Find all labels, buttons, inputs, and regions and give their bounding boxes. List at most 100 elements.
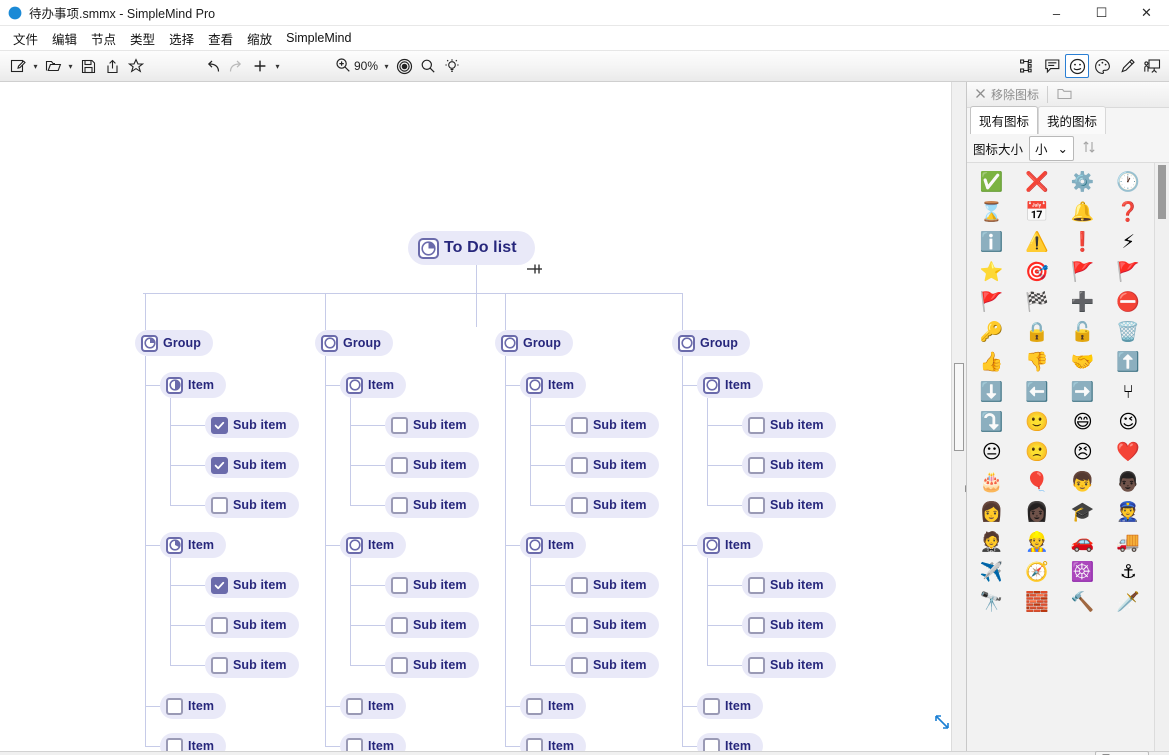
sub-item-node-2-1-2[interactable]: Sub item (385, 452, 479, 478)
add-node-caret[interactable]: ▾ (275, 61, 280, 71)
maximize-button[interactable]: ☐ (1095, 5, 1108, 20)
tab-my-icons[interactable]: 我的图标 (1038, 106, 1107, 134)
target-icon[interactable]: 🎯 (1025, 261, 1050, 283)
sub-item-node-1-1-2[interactable]: Sub item (205, 452, 299, 478)
export-icon[interactable] (100, 54, 124, 78)
smile-icon[interactable]: 🙂 (1025, 411, 1050, 433)
sub-item-node-2-1-3[interactable]: Sub item (385, 492, 479, 518)
clock-icon[interactable]: 🕐 (1116, 171, 1141, 193)
canvas-scroll-thumb[interactable] (954, 363, 964, 451)
sub-item-node-2-2-2[interactable]: Sub item (385, 612, 479, 638)
split-arrow-icon[interactable]: ⑂ (1122, 381, 1134, 403)
item-node-1-3[interactable]: Item (160, 693, 227, 719)
lock-open-icon[interactable]: 🔓 (1070, 321, 1095, 343)
hint-icon[interactable] (440, 54, 464, 78)
compass-icon[interactable]: 🧭 (1025, 561, 1050, 583)
item-node-3-1[interactable]: Item (520, 372, 587, 398)
calendar-icon[interactable]: 📅 (1025, 201, 1050, 223)
open-icon-folder-button[interactable] (1048, 82, 1081, 108)
note-icon[interactable] (1040, 54, 1064, 78)
outline-icon[interactable] (1015, 54, 1039, 78)
group-node-4[interactable]: Group (672, 330, 750, 356)
binoculars-icon[interactable]: 🔭 (979, 591, 1004, 613)
lightning-icon[interactable]: ⚡ (1121, 231, 1135, 253)
search-icon[interactable] (416, 54, 440, 78)
bell-icon[interactable]: 🔔 (1070, 201, 1095, 223)
zoom-caret[interactable]: ▾ (384, 61, 389, 71)
item-node-2-4[interactable]: Item (340, 733, 407, 751)
remove-icon-button[interactable]: 移除图标 (967, 82, 1047, 108)
handshake-icon[interactable]: 🤝 (1070, 351, 1095, 373)
woman-red-hair-icon[interactable]: 👩 (979, 501, 1004, 523)
item-node-3-3[interactable]: Item (520, 693, 587, 719)
star-icon[interactable] (124, 54, 148, 78)
plus-circle-icon[interactable]: ➕ (1070, 291, 1095, 313)
open-folder-caret[interactable]: ▾ (68, 61, 73, 71)
warning-icon[interactable]: ⚠️ (1025, 231, 1050, 253)
gear-icon[interactable]: ⚙️ (1070, 171, 1095, 193)
sub-item-node-1-2-1[interactable]: Sub item (205, 572, 299, 598)
cross-mark-icon[interactable]: ❌ (1025, 171, 1050, 193)
sub-item-node-1-1-3[interactable]: Sub item (205, 492, 299, 518)
menu-view[interactable]: 查看 (208, 32, 234, 47)
red-flag-icon[interactable]: 🚩 (979, 291, 1004, 313)
undo-icon[interactable] (200, 54, 224, 78)
sub-item-node-3-2-2[interactable]: Sub item (565, 612, 659, 638)
new-document-caret[interactable]: ▾ (33, 61, 38, 71)
brush-icon[interactable] (1115, 54, 1139, 78)
menu-file[interactable]: 文件 (13, 32, 39, 47)
new-document-icon[interactable] (6, 54, 30, 78)
menu-node[interactable]: 节点 (91, 32, 117, 47)
construction-worker-icon[interactable]: 👷 (1025, 531, 1050, 553)
arrow-down-circle-icon[interactable]: ⬇️ (979, 381, 1004, 403)
group-node-3[interactable]: Group (495, 330, 573, 356)
mindmap-root-node[interactable]: To Do list (408, 231, 535, 265)
police-officer-icon[interactable]: 👮 (1116, 501, 1141, 523)
canvas-resize-handle[interactable] (932, 712, 952, 735)
item-node-4-3[interactable]: Item (697, 693, 764, 719)
sub-item-node-2-2-3[interactable]: Sub item (385, 652, 479, 678)
checkered-flag-icon[interactable]: 🏁 (1025, 291, 1050, 313)
ship-wheel-icon[interactable]: ☸️ (1070, 561, 1095, 583)
car-icon[interactable]: 🚗 (1070, 531, 1095, 553)
person-dark-icon[interactable]: 👨🏿 (1116, 471, 1141, 493)
zoom-in-icon[interactable] (335, 57, 351, 76)
icon-size-select[interactable]: 小 ⌄ (1029, 135, 1075, 161)
group-node-1[interactable]: Group (135, 330, 213, 356)
smiley-icon[interactable] (1065, 54, 1089, 78)
sub-item-node-1-1-1[interactable]: Sub item (205, 412, 299, 438)
businessman-icon[interactable]: 🤵 (979, 531, 1004, 553)
presentation-icon[interactable] (1140, 54, 1164, 78)
save-icon[interactable] (76, 54, 100, 78)
sub-item-node-3-2-1[interactable]: Sub item (565, 572, 659, 598)
lock-closed-icon[interactable]: 🔒 (1025, 321, 1050, 343)
item-node-2-2[interactable]: Item (340, 532, 407, 558)
tab-existing-icons[interactable]: 现有图标 (970, 106, 1039, 134)
sub-item-node-3-1-2[interactable]: Sub item (565, 452, 659, 478)
wink-icon[interactable]: 😉 (1118, 411, 1139, 433)
sub-item-node-4-2-3[interactable]: Sub item (742, 652, 836, 678)
item-node-4-4[interactable]: Item (697, 733, 764, 751)
sub-item-node-2-1-1[interactable]: Sub item (385, 412, 479, 438)
airplane-icon[interactable]: ✈️ (979, 561, 1004, 583)
balloon-icon[interactable]: 🎈 (1025, 471, 1050, 493)
sub-item-node-4-1-3[interactable]: Sub item (742, 492, 836, 518)
key-icon[interactable]: 🔑 (979, 321, 1004, 343)
menu-edit[interactable]: 编辑 (52, 32, 78, 47)
thumbs-down-icon[interactable]: 👎 (1025, 351, 1050, 373)
add-node-icon[interactable] (248, 54, 272, 78)
sub-item-node-1-2-2[interactable]: Sub item (205, 612, 299, 638)
item-node-4-2[interactable]: Item (697, 532, 764, 558)
panel-splitter-handle[interactable]: ▶ (964, 477, 966, 499)
item-node-2-3[interactable]: Item (340, 693, 407, 719)
arrow-up-circle-icon[interactable]: ⬆️ (1116, 351, 1141, 373)
graduation-cap-icon[interactable]: 🎓 (1070, 501, 1095, 523)
arrow-right-circle-icon[interactable]: ➡️ (1070, 381, 1095, 403)
star-icon[interactable]: ⭐ (979, 261, 1004, 283)
modified-date-cell[interactable]: 修改日期 (54, 752, 116, 755)
icon-grid-wrapper[interactable]: ✅❌⚙️🕐⌛📅🔔❓ℹ️⚠️❗⚡⭐🎯🚩🚩🚩🏁➕⛔🔑🔒🔓🗑️👍👎🤝⬆️⬇️⬅️➡️⑂… (967, 162, 1169, 751)
sword-icon[interactable]: 🗡️ (1116, 591, 1141, 613)
brick-wall-icon[interactable]: 🧱 (1025, 591, 1050, 613)
sub-item-node-4-1-1[interactable]: Sub item (742, 412, 836, 438)
